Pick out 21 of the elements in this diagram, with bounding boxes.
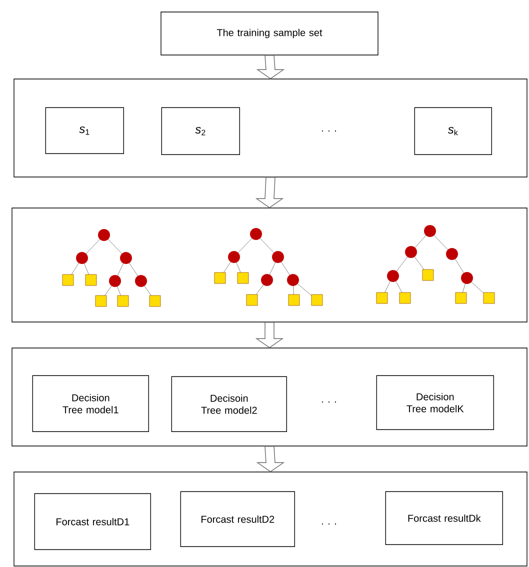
ellipsis: . . . [322, 523, 336, 525]
sample-box: s$_{1}$ [45, 107, 124, 154]
block-arrow [256, 55, 285, 80]
sample-box: s$_{k}$ [414, 107, 492, 155]
result-box: Forcast resultDk [385, 491, 503, 545]
model-box: Decision Tree modelK [376, 375, 494, 430]
block-arrow [256, 446, 285, 472]
panel [14, 78, 528, 178]
ellipsis: . . . [322, 130, 336, 132]
ellipsis: . . . [322, 401, 336, 403]
model-box: Decision Tree model1 [32, 375, 149, 432]
block-arrow [255, 322, 284, 348]
panel [14, 472, 528, 566]
result-box: Forcast resultD2 [180, 491, 295, 547]
sample-box: s$_{2}$ [161, 107, 240, 155]
block-arrow [255, 177, 284, 208]
model-box: Decisoin Tree model2 [171, 376, 287, 432]
panel [12, 208, 528, 322]
result-box: Forcast resultD1 [34, 493, 151, 550]
process-box: The training sample set [160, 12, 378, 56]
panel [12, 348, 528, 446]
